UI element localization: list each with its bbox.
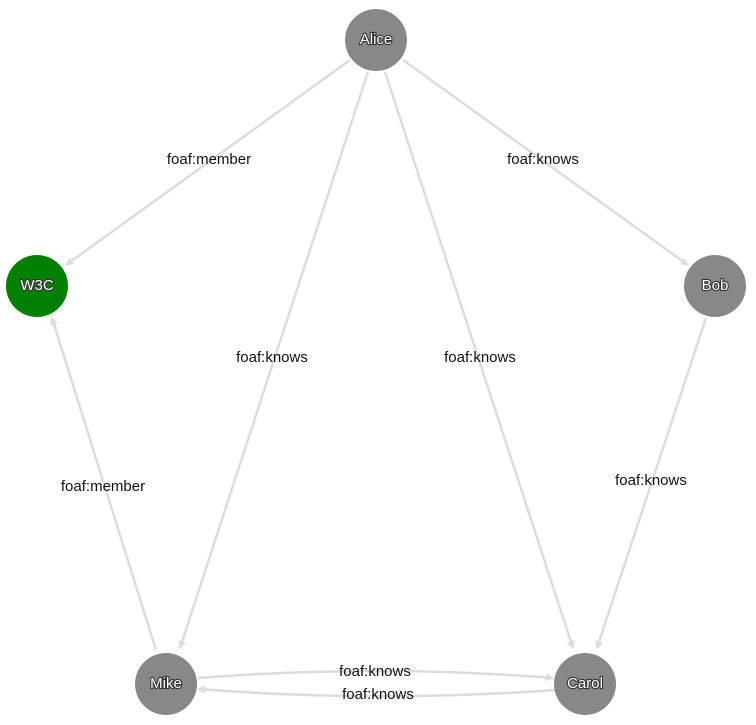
node-bob-circle[interactable] <box>684 255 746 317</box>
edge-bob-carol <box>595 317 708 649</box>
edge-mike-w3c <box>50 317 158 651</box>
node-w3c-circle[interactable] <box>6 255 68 317</box>
edge-label-alice-carol: foaf:knows <box>444 349 516 366</box>
node-bob[interactable]: Bob <box>684 255 746 317</box>
node-carol-circle[interactable] <box>554 653 616 715</box>
node-mike[interactable]: Mike <box>135 653 197 715</box>
edge-alice-bob <box>402 58 689 267</box>
edge-label-carol-mike: foaf:knows <box>342 686 414 703</box>
node-mike-label: Mike <box>150 675 182 692</box>
edge-carol-mike <box>197 685 556 698</box>
node-w3c[interactable]: W3C <box>6 255 68 317</box>
node-mike-circle[interactable] <box>135 653 197 715</box>
edge-label-alice-w3c: foaf:member <box>167 151 251 168</box>
edge-label-mike-w3c: foaf:member <box>61 478 145 495</box>
edge-mike-carol <box>197 669 554 682</box>
edge-label-mike-carol: foaf:knows <box>339 663 411 680</box>
node-carol-label: Carol <box>567 675 603 692</box>
edges-layer <box>50 58 708 698</box>
node-carol[interactable]: Carol <box>554 653 616 715</box>
edge-label-alice-bob: foaf:knows <box>507 151 579 168</box>
edge-label-bob-carol: foaf:knows <box>615 472 687 489</box>
edge-alice-carol <box>383 71 575 649</box>
edge-label-alice-mike: foaf:knows <box>236 349 308 366</box>
node-bob-label: Bob <box>702 277 729 294</box>
edge-alice-mike <box>178 71 370 649</box>
node-w3c-label: W3C <box>20 277 54 294</box>
edge-labels-layer: foaf:member foaf:knows foaf:knows foaf:k… <box>61 151 687 703</box>
node-alice[interactable]: Alice <box>345 9 407 71</box>
node-alice-circle[interactable] <box>345 9 407 71</box>
node-alice-label: Alice <box>360 31 393 48</box>
edge-alice-w3c <box>65 58 351 267</box>
